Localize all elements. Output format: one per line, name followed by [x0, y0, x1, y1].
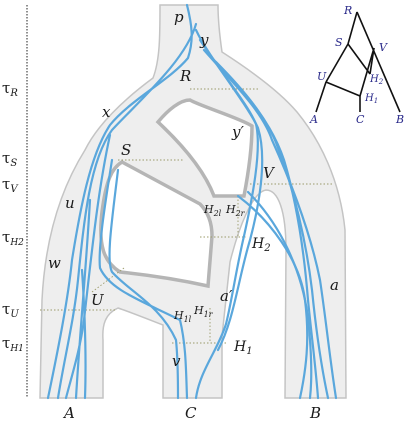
label-H2: H2 — [251, 236, 271, 254]
inset-R: R — [343, 4, 352, 17]
label-y: y — [199, 31, 209, 49]
label-a-prime: a′ — [220, 287, 233, 305]
tau-S: τS — [2, 149, 17, 169]
hole-lower — [99, 159, 214, 289]
label-H2r: H2r — [225, 203, 246, 218]
label-H2l: H2l — [203, 203, 222, 218]
network-labels: p y R x y′ S V u H2l H2r H2 w a a′ U H1l… — [48, 8, 339, 370]
label-H1l: H1l — [173, 309, 192, 324]
label-y-prime: y′ — [231, 123, 244, 141]
tau-H2: τH2 — [2, 228, 24, 248]
inset-S: S — [335, 36, 343, 49]
label-u: u — [65, 194, 75, 212]
label-R: R — [179, 67, 191, 85]
inset-H1: H1 — [364, 93, 378, 105]
inset-V: V — [379, 41, 388, 54]
leaf-labels: A C B — [62, 404, 321, 421]
label-V: V — [263, 164, 276, 182]
label-v: v — [172, 352, 181, 370]
label-U: U — [91, 291, 105, 309]
tau-H1: τH1 — [2, 334, 24, 354]
leaf-B: B — [309, 404, 321, 421]
leaf-C: C — [185, 404, 197, 421]
inset-A: A — [309, 113, 318, 126]
inset-edges — [315, 11, 401, 113]
inset-H2: H2 — [369, 74, 384, 86]
tau-U: τU — [2, 300, 19, 320]
inset-U: U — [317, 70, 327, 83]
gene-lineages — [46, 3, 338, 400]
inset-network: R S V U H2 H1 A C B — [309, 4, 404, 126]
time-axis-labels: τR τS τV τH2 τU τH1 — [2, 79, 24, 354]
inset-B: B — [395, 113, 404, 126]
label-H1: H1 — [233, 339, 253, 357]
leaf-A: A — [62, 404, 75, 421]
hole-upper — [155, 98, 254, 198]
label-w: w — [48, 254, 61, 272]
tau-V: τV — [2, 175, 19, 195]
label-S: S — [121, 141, 131, 159]
tau-R: τR — [2, 79, 18, 99]
label-p: p — [174, 8, 184, 26]
inset-C: C — [356, 113, 365, 126]
label-x: x — [102, 103, 111, 121]
label-H1r: H1r — [193, 304, 214, 319]
label-a: a — [330, 276, 339, 294]
